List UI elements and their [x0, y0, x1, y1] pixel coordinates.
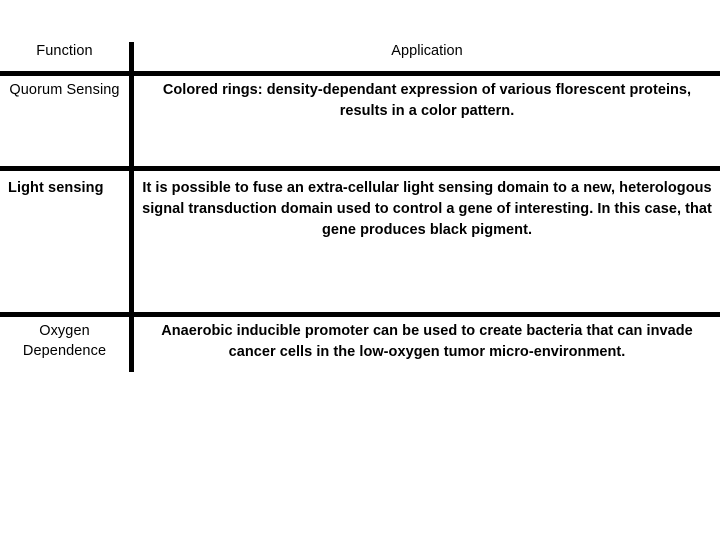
row-divider-rule-2	[0, 312, 720, 317]
row-function-label: Oxygen Dependence	[22, 323, 107, 359]
function-application-table: Function Application Quorum Sensing Colo…	[0, 42, 720, 372]
row-divider-rule-1	[0, 166, 720, 171]
column-header-function: Function	[36, 43, 93, 59]
column-header-application: Application	[391, 43, 463, 59]
row-function-label: Quorum Sensing	[9, 82, 120, 98]
row-application-text: Colored rings: density-dependant express…	[162, 82, 692, 119]
row-application-text: It is possible to fuse an extra-cellular…	[142, 180, 712, 238]
row-application-text: Anaerobic inducible promoter can be used…	[161, 323, 693, 360]
header-bottom-rule	[0, 71, 720, 76]
row-function-label: Light sensing	[8, 180, 104, 196]
column-divider	[129, 42, 134, 372]
